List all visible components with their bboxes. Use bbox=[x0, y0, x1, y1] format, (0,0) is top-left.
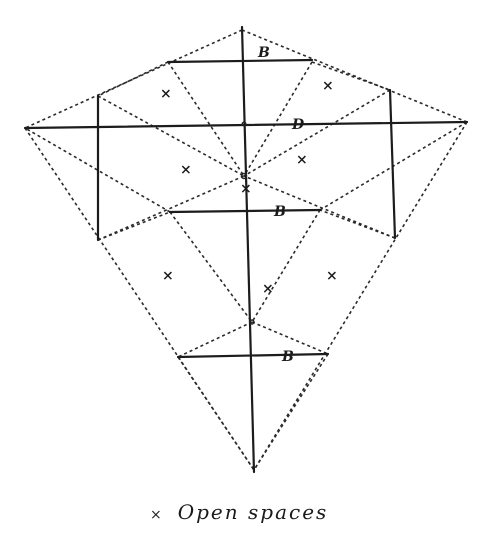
open-space-marker: × bbox=[180, 162, 192, 178]
legend-marker: × bbox=[150, 507, 164, 523]
open-space-marker: × bbox=[296, 152, 308, 168]
open-space-marker: × bbox=[322, 78, 334, 94]
open-space-marker: × bbox=[240, 181, 252, 197]
legend-text: Open spaces bbox=[177, 500, 329, 524]
center-spine bbox=[240, 25, 256, 474]
label-b-top: B bbox=[257, 45, 270, 61]
open-space-marker: × bbox=[162, 268, 174, 284]
joint-marks bbox=[240, 121, 255, 325]
open-space-marker: × bbox=[160, 86, 172, 102]
open-space-marker: × bbox=[262, 281, 274, 297]
outer-dashed-outline bbox=[24, 29, 468, 471]
mid-crossbar bbox=[168, 208, 322, 214]
solid-bars bbox=[23, 25, 469, 474]
top-crossbar bbox=[166, 58, 314, 64]
inner-dashed-network bbox=[24, 61, 468, 471]
legend-caption: × Open spaces bbox=[150, 500, 328, 524]
label-d: D bbox=[291, 117, 305, 133]
label-b-low: B bbox=[281, 349, 294, 365]
open-space-marker: × bbox=[326, 268, 338, 284]
right-strut bbox=[388, 88, 397, 240]
low-crossbar bbox=[176, 352, 330, 359]
open-space-markers: × × × × × × × × bbox=[160, 78, 338, 297]
label-b-mid: B bbox=[273, 204, 286, 220]
